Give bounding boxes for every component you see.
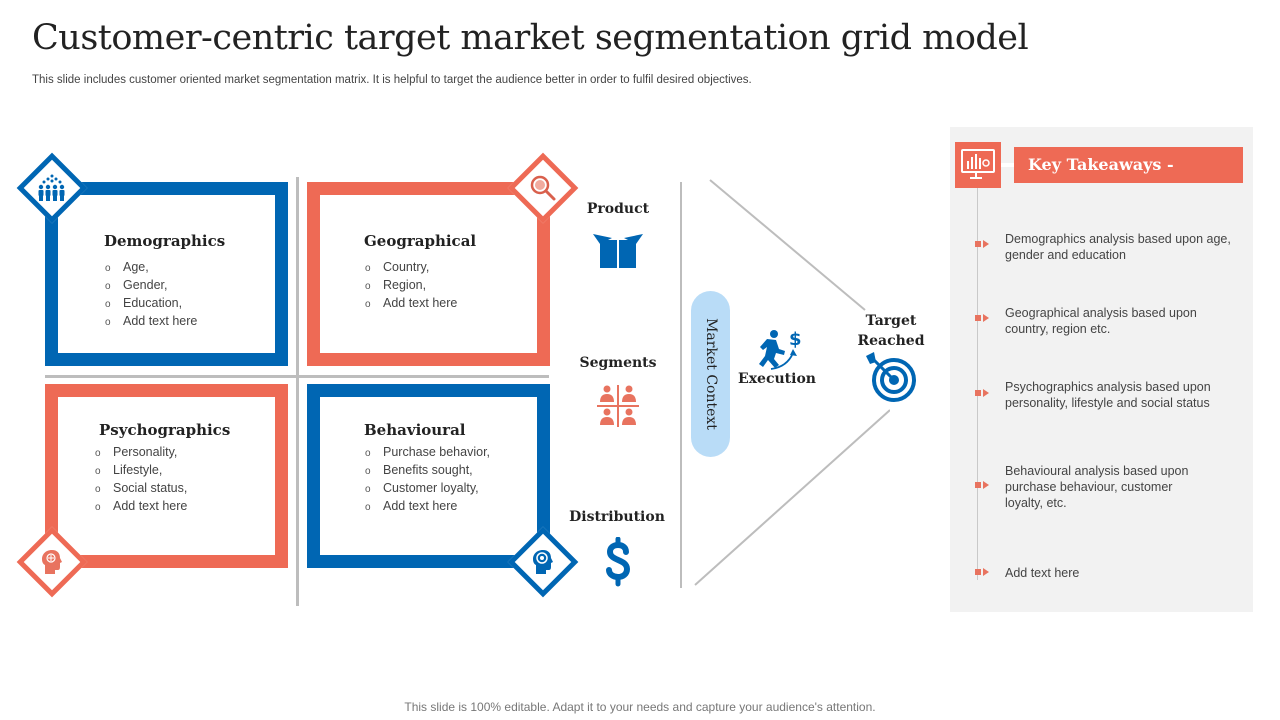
bullseye-icon: [864, 352, 918, 409]
page-title: Customer-centric target market segmentat…: [32, 18, 1029, 58]
dollar-icon: [603, 536, 633, 592]
target-reached-line2: Reached: [857, 333, 925, 349]
bullet-arrow-icon: [975, 568, 993, 576]
product-label: Product: [586, 201, 650, 217]
list-item: Benefits sought,: [365, 462, 490, 480]
segments-label: Segments: [579, 355, 657, 371]
list-item: Lifestyle,: [95, 462, 187, 480]
list-item: Customer loyalty,: [365, 480, 490, 498]
target-head-icon: [523, 542, 563, 582]
takeaway-item: Demographics analysis based upon age, ge…: [1005, 232, 1231, 262]
takeaway-item: Psychographics analysis based upon perso…: [1005, 380, 1211, 410]
quadrant-title: Behavioural: [364, 421, 466, 439]
svg-text:$: $: [789, 329, 801, 350]
bullet-arrow-icon: [975, 240, 993, 248]
segmented-people-icon: [596, 383, 640, 434]
market-context-label: Market Context: [702, 318, 719, 430]
people-group-icon: [32, 168, 72, 208]
list-item: Age,: [105, 259, 197, 277]
takeaway-item: Behavioural analysis based upon purchase…: [1005, 464, 1189, 510]
globe-search-icon: [523, 168, 563, 208]
list-item: Country,: [365, 259, 457, 277]
list-item: Add text here: [365, 295, 457, 313]
target-reached-line1: Target: [865, 313, 917, 329]
key-takeaways-title: Key Takeaways -: [1014, 147, 1243, 183]
funnel-lines: [694, 179, 890, 586]
bullet-arrow-icon: [975, 314, 993, 322]
quadrant-list: Country, Region, Add text here: [365, 259, 457, 313]
list-item: Purchase behavior,: [365, 444, 490, 462]
list-item: Gender,: [105, 277, 197, 295]
monitor-chart-icon: [960, 148, 996, 187]
quadrant-list: Age, Gender, Education, Add text here: [105, 259, 197, 331]
takeaway-item: Geographical analysis based upon country…: [1005, 306, 1197, 336]
market-context-pill: [691, 291, 730, 457]
quadrant-list: Purchase behavior, Benefits sought, Cust…: [365, 444, 490, 516]
key-takeaways-panel: [950, 127, 1253, 612]
funnel-left-divider: [680, 182, 682, 588]
list-item: Add text here: [95, 498, 187, 516]
quadrant-demographics: [45, 182, 288, 366]
market-context-label-wrap: Market Context: [691, 291, 730, 457]
grid-vertical-divider: [296, 177, 299, 606]
footer-note: This slide is 100% editable. Adapt it to…: [404, 700, 876, 714]
key-takeaways-connector: [1001, 163, 1014, 167]
distribution-label: Distribution: [569, 509, 665, 525]
list-item: Add text here: [365, 498, 490, 516]
list-item: Add text here: [105, 313, 197, 331]
list-item: Personality,: [95, 444, 187, 462]
running-person-dollar-icon: $: [757, 329, 802, 376]
takeaway-item: Add text here: [1005, 566, 1080, 580]
quadrant-title: Demographics: [104, 232, 226, 250]
list-item: Region,: [365, 277, 457, 295]
quadrant-title: Geographical: [364, 232, 477, 250]
grid-horizontal-divider: [45, 375, 549, 378]
list-item: Education,: [105, 295, 197, 313]
list-item: Social status,: [95, 480, 187, 498]
page-subtitle: This slide includes customer oriented ma…: [32, 74, 752, 86]
bullet-arrow-icon: [975, 389, 993, 397]
bullet-arrow-icon: [975, 481, 993, 489]
key-takeaways-timeline: [977, 188, 978, 580]
open-box-icon: [592, 232, 644, 275]
quadrant-title: Psychographics: [99, 421, 231, 439]
brain-head-icon: [32, 542, 72, 582]
execution-label: Execution: [738, 371, 816, 387]
quadrant-list: Personality, Lifestyle, Social status, A…: [95, 444, 187, 516]
